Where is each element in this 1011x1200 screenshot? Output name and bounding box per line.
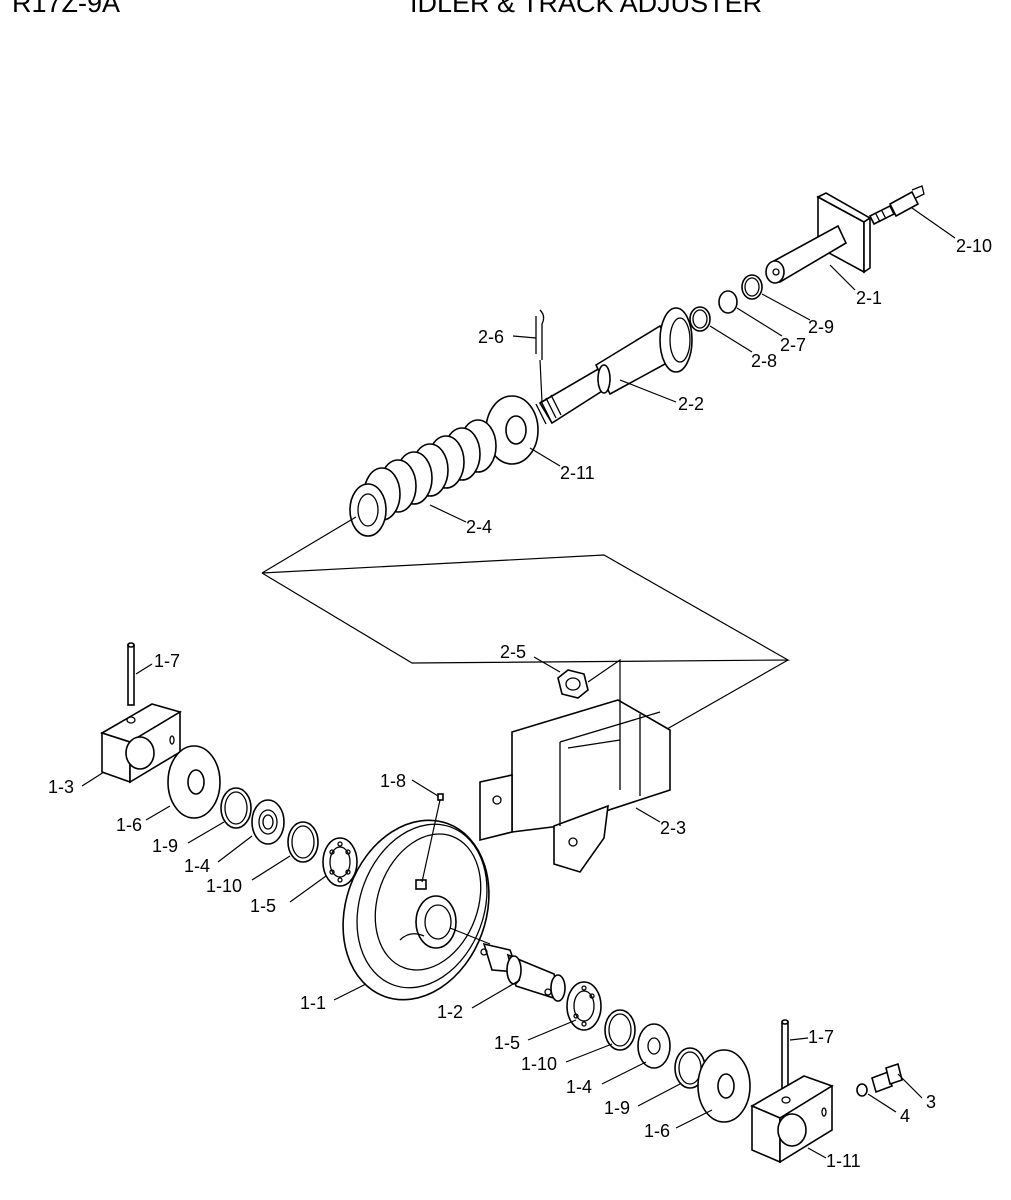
part-1-8-plug [421, 793, 444, 883]
part-1-9-ring-left [220, 787, 252, 829]
part-2-4-spring [349, 419, 497, 537]
callout-1-9-right: 1-9 [604, 1098, 630, 1118]
callout-2-11: 2-11 [560, 463, 595, 483]
callout-1-6-right: 1-6 [644, 1121, 670, 1141]
assembly-frame [261, 516, 791, 664]
part-1-4-seal-right [637, 1023, 671, 1069]
callout-1-7-upper: 1-7 [154, 651, 180, 671]
callout-1-8: 1-8 [380, 771, 406, 791]
callout-1-10-right: 1-10 [521, 1054, 557, 1074]
part-2-11-washer [485, 395, 539, 465]
callout-1-6-left: 1-6 [116, 815, 142, 835]
part-1-1-idler-wheel [342, 819, 490, 1001]
callout-2-2: 2-2 [678, 394, 704, 414]
callout-4: 4 [900, 1106, 910, 1126]
leader-lines [81, 207, 956, 1159]
part-1-4-seal-left [251, 799, 285, 845]
part-2-6-cotter-pin [535, 309, 545, 403]
part-2-10-grease-valve [868, 185, 925, 226]
callout-2-9: 2-9 [808, 317, 834, 337]
part-1-6-thrust-washer-right [697, 1049, 751, 1123]
callout-2-7: 2-7 [780, 335, 806, 355]
callout-1-5-right: 1-5 [494, 1033, 520, 1053]
callout-1-3: 1-3 [48, 777, 74, 797]
part-3-fitting [871, 1062, 903, 1094]
part-2-7-ring [718, 290, 738, 314]
part-1-3-block [100, 703, 182, 784]
part-1-10-snap-ring-left [287, 821, 319, 863]
part-1-2-shaft [449, 927, 566, 1002]
part-1-11-block [750, 1075, 834, 1164]
callout-2-3: 2-3 [660, 818, 686, 838]
part-2-3-bracket [479, 699, 671, 873]
part-1-5-bearing-left [322, 837, 358, 887]
callout-2-10: 2-10 [956, 236, 992, 256]
part-4-o-ring [856, 1083, 868, 1097]
model-code: R17Z-9A [12, 0, 121, 18]
part-1-7-pin-upper [127, 642, 135, 706]
part-1-10-snap-ring-right [604, 1009, 636, 1051]
part-2-1-cylinder [765, 192, 872, 284]
part-1-6-thrust-washer-left [167, 745, 221, 819]
callout-1-7-lower: 1-7 [808, 1027, 834, 1047]
callout-2-1: 2-1 [856, 288, 882, 308]
callout-1-2: 1-2 [437, 1002, 463, 1022]
callout-1-11: 1-11 [826, 1151, 861, 1171]
callout-1-9-left: 1-9 [152, 836, 178, 856]
part-1-5-bearing-right [566, 981, 602, 1031]
callout-2-4: 2-4 [466, 517, 492, 537]
callout-2-6: 2-6 [478, 327, 504, 347]
callout-3: 3 [926, 1092, 936, 1112]
callout-1-4-right: 1-4 [566, 1077, 592, 1097]
diagram-title: IDLER & TRACK ADJUSTER [410, 0, 763, 18]
callout-1-5-left: 1-5 [250, 896, 276, 916]
callout-1-4-left: 1-4 [184, 856, 210, 876]
part-2-2-rod [535, 307, 693, 425]
callout-1-1: 1-1 [300, 993, 326, 1013]
callout-2-8: 2-8 [751, 351, 777, 371]
callout-2-5: 2-5 [500, 642, 526, 662]
callout-1-10-left: 1-10 [206, 876, 242, 896]
